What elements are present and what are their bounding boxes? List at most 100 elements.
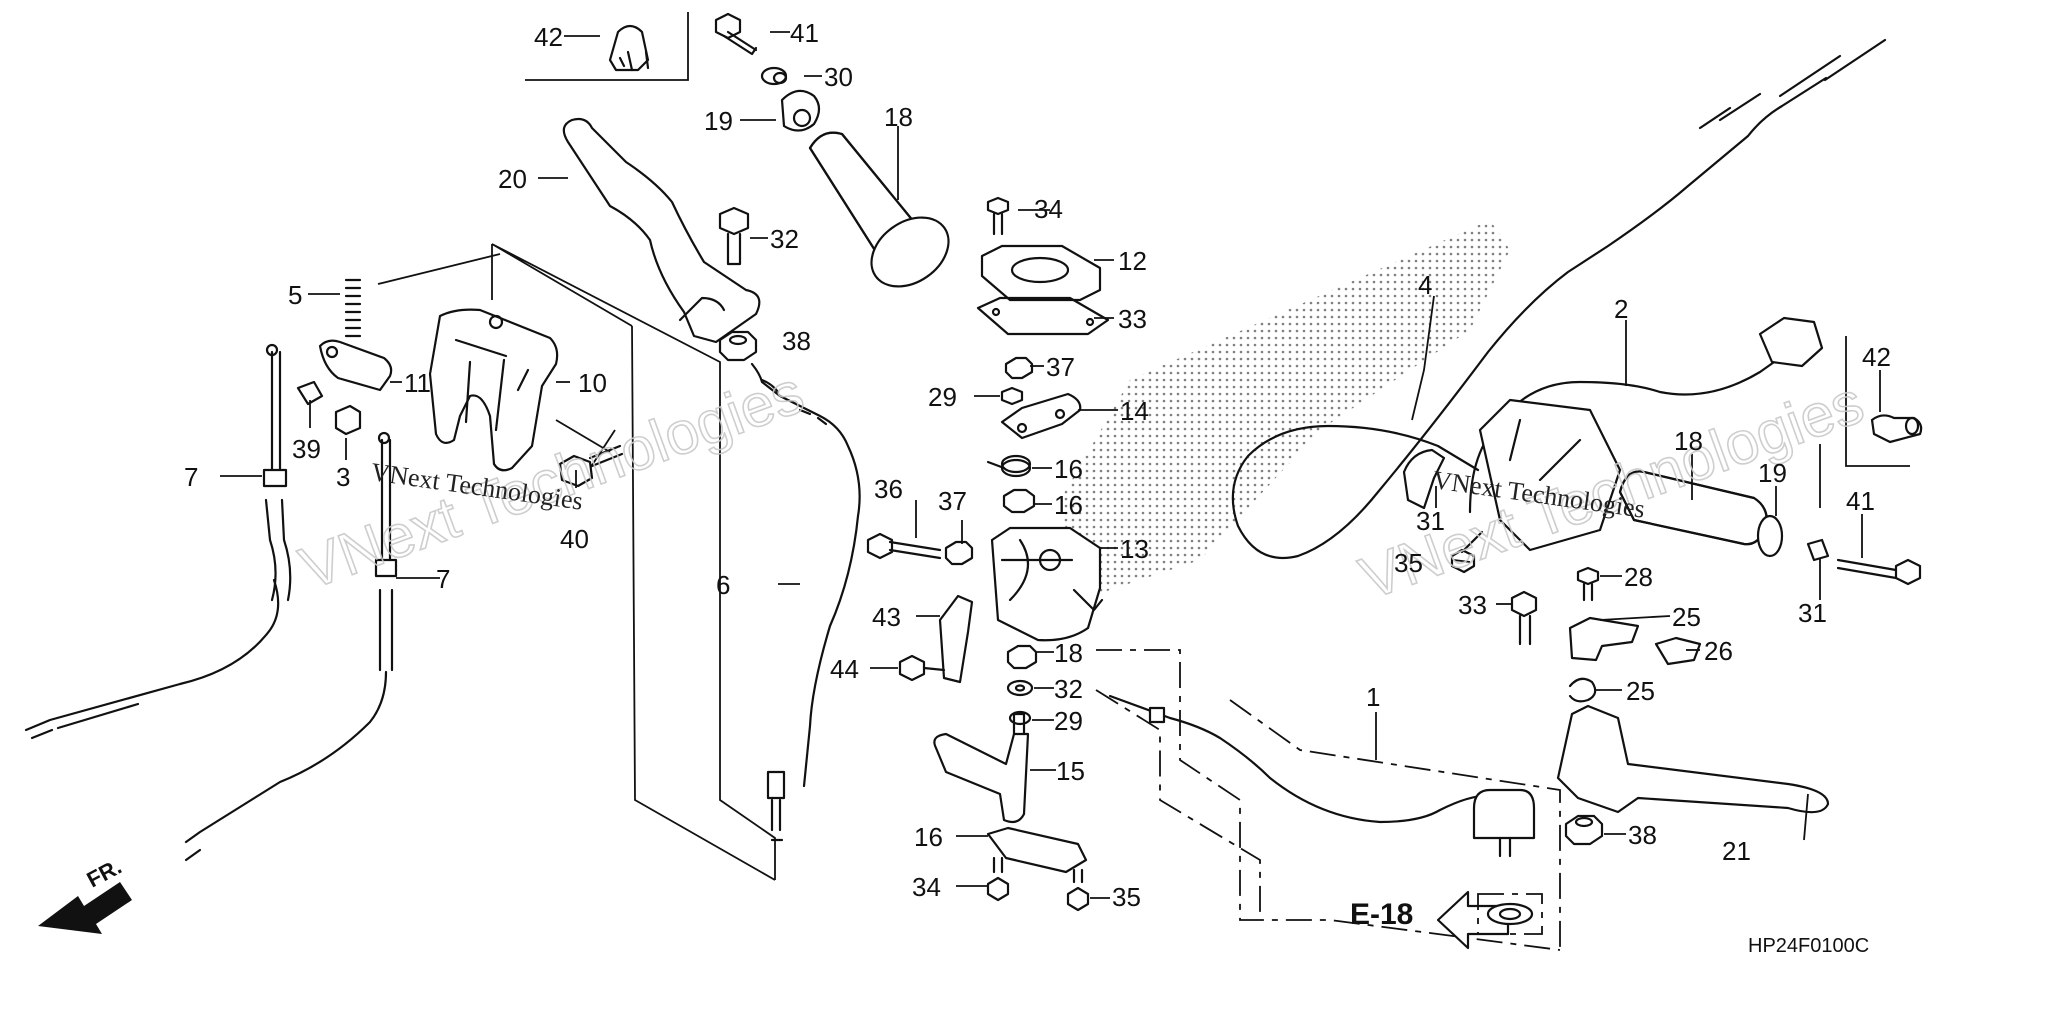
diagram-code: HP24F0100C (1748, 935, 1869, 957)
handlebar-pipe-shading (1060, 220, 1510, 600)
callout-2: 2 (1614, 294, 1628, 324)
grip-18-right (1618, 470, 1768, 546)
callout-29: 29 (1054, 706, 1083, 736)
callout-19: 19 (704, 106, 733, 136)
callout-13: 15 (1056, 756, 1085, 786)
collar-39 (296, 380, 324, 406)
callout-32: 33 (1118, 304, 1147, 334)
callout-33: 34 (1034, 194, 1063, 224)
cable-7-left (24, 343, 292, 740)
callout-9: 11 (404, 368, 431, 398)
plate-12 (1000, 392, 1082, 440)
callout-25: 30 (824, 62, 853, 92)
screw-27 (1576, 566, 1600, 602)
right-switch-housing (1478, 398, 1622, 552)
callout-16-upper: 16 (1054, 490, 1083, 520)
left-switch-frame (377, 243, 776, 881)
callout-11: 13 (1120, 534, 1149, 564)
callout-44: 44 (830, 654, 859, 684)
bolt-41-left (714, 12, 758, 56)
callout-40: 40 (560, 524, 589, 554)
collar-16-lower (1006, 644, 1038, 670)
callout-21: 21 (1722, 836, 1751, 866)
callout-14: 16 (1054, 454, 1083, 484)
callout-37-upper: 37 (1046, 352, 1075, 382)
grip-18-left (808, 131, 950, 288)
callout-30: 31 (1416, 506, 1445, 536)
pad-24 (1654, 636, 1702, 666)
bolt-34-left (986, 856, 1010, 902)
lever-21 (1556, 704, 1830, 814)
callout-42: 42 (534, 22, 563, 52)
callout-16-lower: 18 (1054, 638, 1083, 668)
callout-42-right: 42 (1862, 342, 1891, 372)
gasket-32 (976, 296, 1110, 336)
callout-19-right: 19 (1758, 458, 1787, 488)
washer-31 (1006, 679, 1034, 697)
callout-7-left: 7 (184, 462, 198, 492)
callout-43: 43 (872, 602, 901, 632)
collar-25-left (760, 66, 788, 86)
callout-3: 3 (336, 462, 350, 492)
callout-labels: 42 41 30 19 18 20 32 5 11 10 39 3 40 7 7… (184, 18, 1891, 912)
grip-end-19-right (1756, 514, 1784, 558)
cable-6 (750, 362, 861, 842)
holder-9 (318, 339, 393, 392)
callout-25-right: 31 (1798, 598, 1827, 628)
cable-1 (1108, 694, 1536, 858)
bolt-26-left (718, 206, 750, 266)
plate-15 (986, 826, 1088, 874)
throttle-housing-11 (990, 526, 1104, 642)
callout-41: 41 (790, 18, 819, 48)
callout-7-center: 7 (436, 564, 450, 594)
callout-31: 32 (1054, 674, 1083, 704)
callout-22: 25 (1626, 676, 1655, 706)
callout-38-left: 38 (782, 326, 811, 356)
cable-7-center (184, 431, 398, 862)
bolt-44 (898, 654, 946, 682)
callout-8: 10 (578, 368, 607, 398)
callout-26-right: 33 (1458, 590, 1487, 620)
callout-26: 32 (770, 224, 799, 254)
grip-end-kit-right-inset (1845, 336, 1923, 467)
throttle-cover-10 (980, 244, 1102, 302)
grip-end-kit-left-inset (525, 12, 689, 81)
clamp-30 (1402, 448, 1446, 510)
callout-4: 4 (1418, 270, 1432, 300)
throttle-lever-13 (933, 712, 1030, 824)
callout-10: 12 (1118, 246, 1147, 276)
bolt-36 (866, 532, 942, 560)
callout-6: 6 (716, 570, 730, 600)
spring-22 (1568, 677, 1597, 703)
leader-lines (220, 31, 1881, 899)
collar-25-right (1806, 538, 1830, 562)
callout-23: 25 (1672, 602, 1701, 632)
callout-12: 14 (1120, 396, 1149, 426)
bolt-26-right (1510, 590, 1538, 646)
callout-39: 39 (292, 434, 321, 464)
screw-33 (986, 196, 1010, 236)
callout-1: 1 (1366, 682, 1380, 712)
callout-36: 36 (874, 474, 903, 504)
watermark-1: VNext Technologies VNext Technologies (291, 357, 813, 603)
callout-34-right: 35 (1112, 882, 1141, 912)
callout-34-left: 34 (912, 872, 941, 902)
callout-37-lower: 37 (938, 486, 967, 516)
callout-5: 5 (288, 280, 302, 310)
callout-24: 26 (1704, 636, 1733, 666)
bracket-8 (428, 308, 559, 472)
spring-14 (986, 454, 1032, 478)
grip-end-19-left (780, 89, 821, 132)
callout-27: 28 (1624, 562, 1653, 592)
callout-41-right: 41 (1846, 486, 1875, 516)
callout-38-right: 38 (1628, 820, 1657, 850)
callout-15: 16 (914, 822, 943, 852)
spring-5 (344, 278, 362, 338)
callout-20: 20 (498, 164, 527, 194)
nut-38-left (718, 330, 758, 362)
cable-4 (1231, 38, 1887, 560)
clip-3 (334, 404, 362, 436)
bolt-41-right (1836, 558, 1922, 586)
callout-18: 18 (884, 102, 913, 132)
